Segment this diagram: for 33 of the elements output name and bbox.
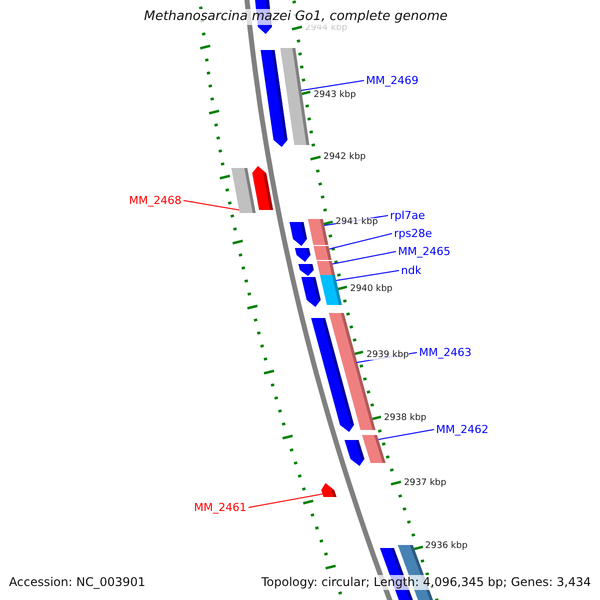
scale-label: 2942 kbp xyxy=(323,153,366,162)
gene-label: MM_2461 xyxy=(194,502,246,513)
leader-line xyxy=(332,251,396,264)
gene-label: MM_2465 xyxy=(398,246,450,257)
gene-bar xyxy=(231,168,256,213)
scale-label: 2943 kbp xyxy=(314,91,356,100)
gene-bar xyxy=(362,435,386,463)
leader-line xyxy=(378,429,434,440)
accession-text: Accession: NC_003901 xyxy=(9,575,146,590)
gene-label: MM_2463 xyxy=(419,347,472,358)
scale-label: 2940 kbp xyxy=(350,285,393,294)
scale-label: 2938 kbp xyxy=(384,414,426,423)
gene-label: ndk xyxy=(401,265,422,276)
scale-label: 2939 kbp xyxy=(366,351,409,360)
gene-label: MM_2469 xyxy=(366,75,418,86)
gene-label: rpl7ae xyxy=(390,210,426,221)
leader-line xyxy=(328,233,392,250)
gene-bar xyxy=(280,48,310,145)
scale-label: 2937 kbp xyxy=(404,479,446,488)
leader-line xyxy=(300,80,364,91)
gene-bar xyxy=(320,275,342,305)
gene-label: MM_2468 xyxy=(129,195,182,206)
genome-stats-text: Topology: circular; Length: 4,096,345 bp; Genes: 3,434 xyxy=(261,575,591,590)
leader-line xyxy=(182,200,240,210)
leader-line xyxy=(248,494,323,508)
scale-label: 2941 kbp xyxy=(336,218,378,227)
gene-bar xyxy=(321,483,336,497)
scale-label: 2936 kbp xyxy=(425,542,468,551)
gene-label: rps28e xyxy=(394,228,432,239)
gene-label: MM_2462 xyxy=(436,424,488,435)
gene-bar xyxy=(316,261,335,275)
leader-line xyxy=(336,270,400,281)
gene-bar xyxy=(314,246,332,260)
